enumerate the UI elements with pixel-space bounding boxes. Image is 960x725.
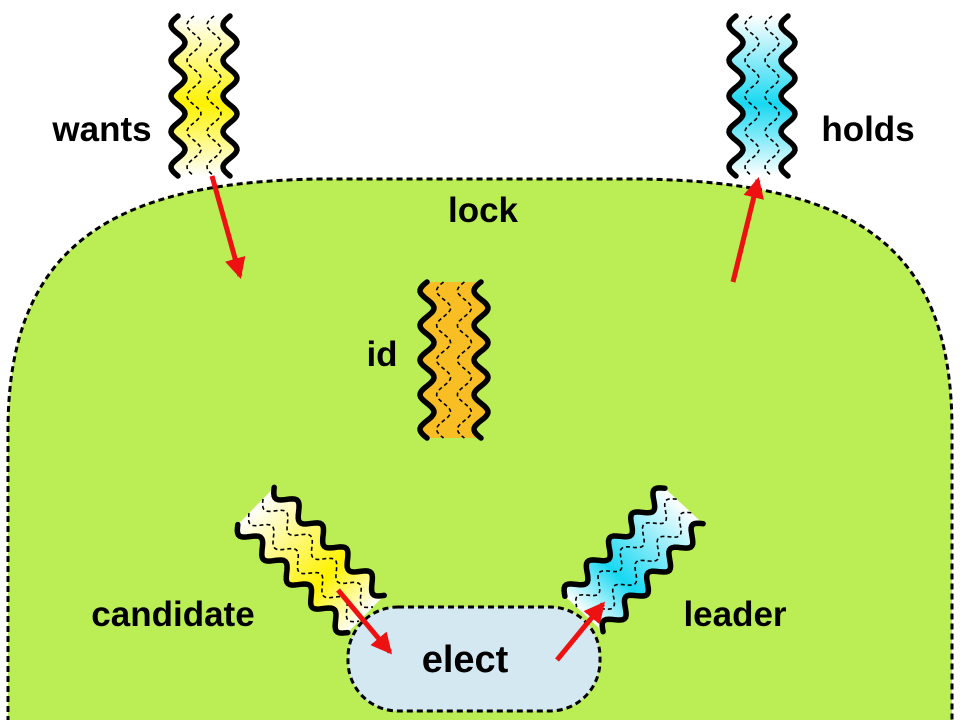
holds-channel[interactable] [726,13,798,179]
wants-channel-edge-2 [168,13,188,179]
elect-to-leader-arrow [555,601,605,662]
leader-channel[interactable] [561,485,706,635]
id-label: id [366,335,397,374]
id-channel-edge-1 [471,279,491,441]
id-channel-fill [420,282,488,438]
id-channel-edge-2 [417,279,437,441]
candidate-to-elect-arrow [336,588,393,655]
wants-channel[interactable] [168,13,240,179]
leader-channel-edge-1 [599,520,706,635]
holds-channel-edge-1 [778,13,798,179]
lock-region[interactable] [6,177,954,722]
elect-region[interactable] [346,605,602,713]
wants-channel-fill [171,16,237,176]
lock-label: lock [448,191,519,230]
holds-channel-fill [729,16,795,176]
candidate-channel-dashed-line-1 [261,498,374,609]
leader-channel-dashed-line-1 [589,511,692,621]
wants-to-lock-arrow [209,175,246,280]
holds-label: holds [821,110,914,149]
leader-channel-fill [564,487,704,632]
lock-to-holds-arrow [730,176,764,283]
holds-channel-edge-2 [726,13,746,179]
wants-channel-edge-1 [220,13,240,179]
wants-label: wants [51,110,151,149]
id-channel[interactable] [417,279,491,441]
leader-channel-dashed-line-2 [574,497,677,608]
candidate-channel-edge-2 [234,521,351,636]
leader-channel-edge-2 [561,485,668,600]
leader-label: leader [683,595,786,634]
candidate-channel-fill [237,487,385,634]
candidate-channel-edge-1 [271,484,387,599]
candidate-label: candidate [91,595,254,634]
elect-label: elect [422,639,509,681]
